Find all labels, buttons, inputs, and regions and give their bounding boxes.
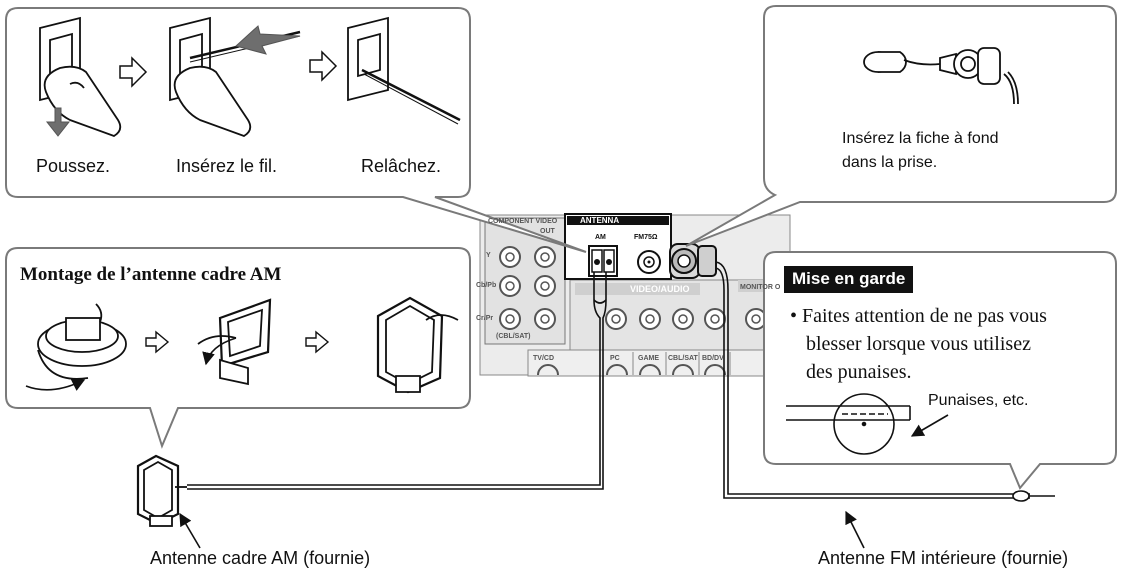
step-push-label: Poussez. xyxy=(36,156,111,176)
callout-wire-insertion xyxy=(5,7,587,253)
fm-antenna-cable xyxy=(715,261,1055,502)
fm-plug-instruction-line1: Insérez la fiche à fond xyxy=(842,130,999,147)
monitor-out-label: MONITOR O xyxy=(740,284,781,291)
caution-header: Mise en garde xyxy=(784,266,914,293)
cbl-sat-input-label: CBL/SAT xyxy=(668,355,698,362)
am-antenna-label: Antenne cadre AM (fournie) xyxy=(150,548,371,568)
am-terminal-label: AM xyxy=(595,234,606,241)
component-video-label: COMPONENT VIDEO xyxy=(488,218,558,225)
cb-label: Cb/Pb xyxy=(476,282,497,289)
cr-label: Cr/Pr xyxy=(476,315,494,322)
callout-caution xyxy=(763,251,1117,490)
step-insert-label: Insérez le fil. xyxy=(176,156,278,176)
pc-label: PC xyxy=(610,355,620,362)
am-antenna-cable xyxy=(187,272,607,490)
fm-antenna-label: Antenne FM intérieure (fournie) xyxy=(818,548,1069,568)
callout-am-assembly xyxy=(5,247,471,449)
fm-plug-instruction-line2: dans la prise. xyxy=(842,154,938,171)
antenna-label: ANTENNA xyxy=(580,216,620,225)
out-label: OUT xyxy=(540,228,555,235)
caution-line1: • Faites attention de ne pas vous xyxy=(790,305,1047,327)
bd-dvd-label: BD/DV xyxy=(702,355,724,362)
caution-line3: des punaises. xyxy=(806,361,912,383)
caution-line2: blesser lorsque vous utilisez xyxy=(806,333,1031,355)
tv-cd-label: TV/CD xyxy=(533,355,554,362)
am-loop-antenna xyxy=(136,454,187,527)
video-audio-label: VIDEO/AUDIO xyxy=(630,284,690,294)
am-assembly-title: Montage de l’antenne cadre AM xyxy=(20,264,282,285)
step-release-label: Relâchez. xyxy=(361,156,442,176)
game-label: GAME xyxy=(638,355,659,362)
receiver-rear-panel xyxy=(479,213,791,377)
fm-terminal-label: FM75Ω xyxy=(634,234,658,241)
cbl-sat-label: (CBL/SAT) xyxy=(496,333,531,340)
y-label: Y xyxy=(486,252,491,259)
callout-fm-plug xyxy=(685,5,1117,247)
pins-label: Punaises, etc. xyxy=(928,392,1029,409)
